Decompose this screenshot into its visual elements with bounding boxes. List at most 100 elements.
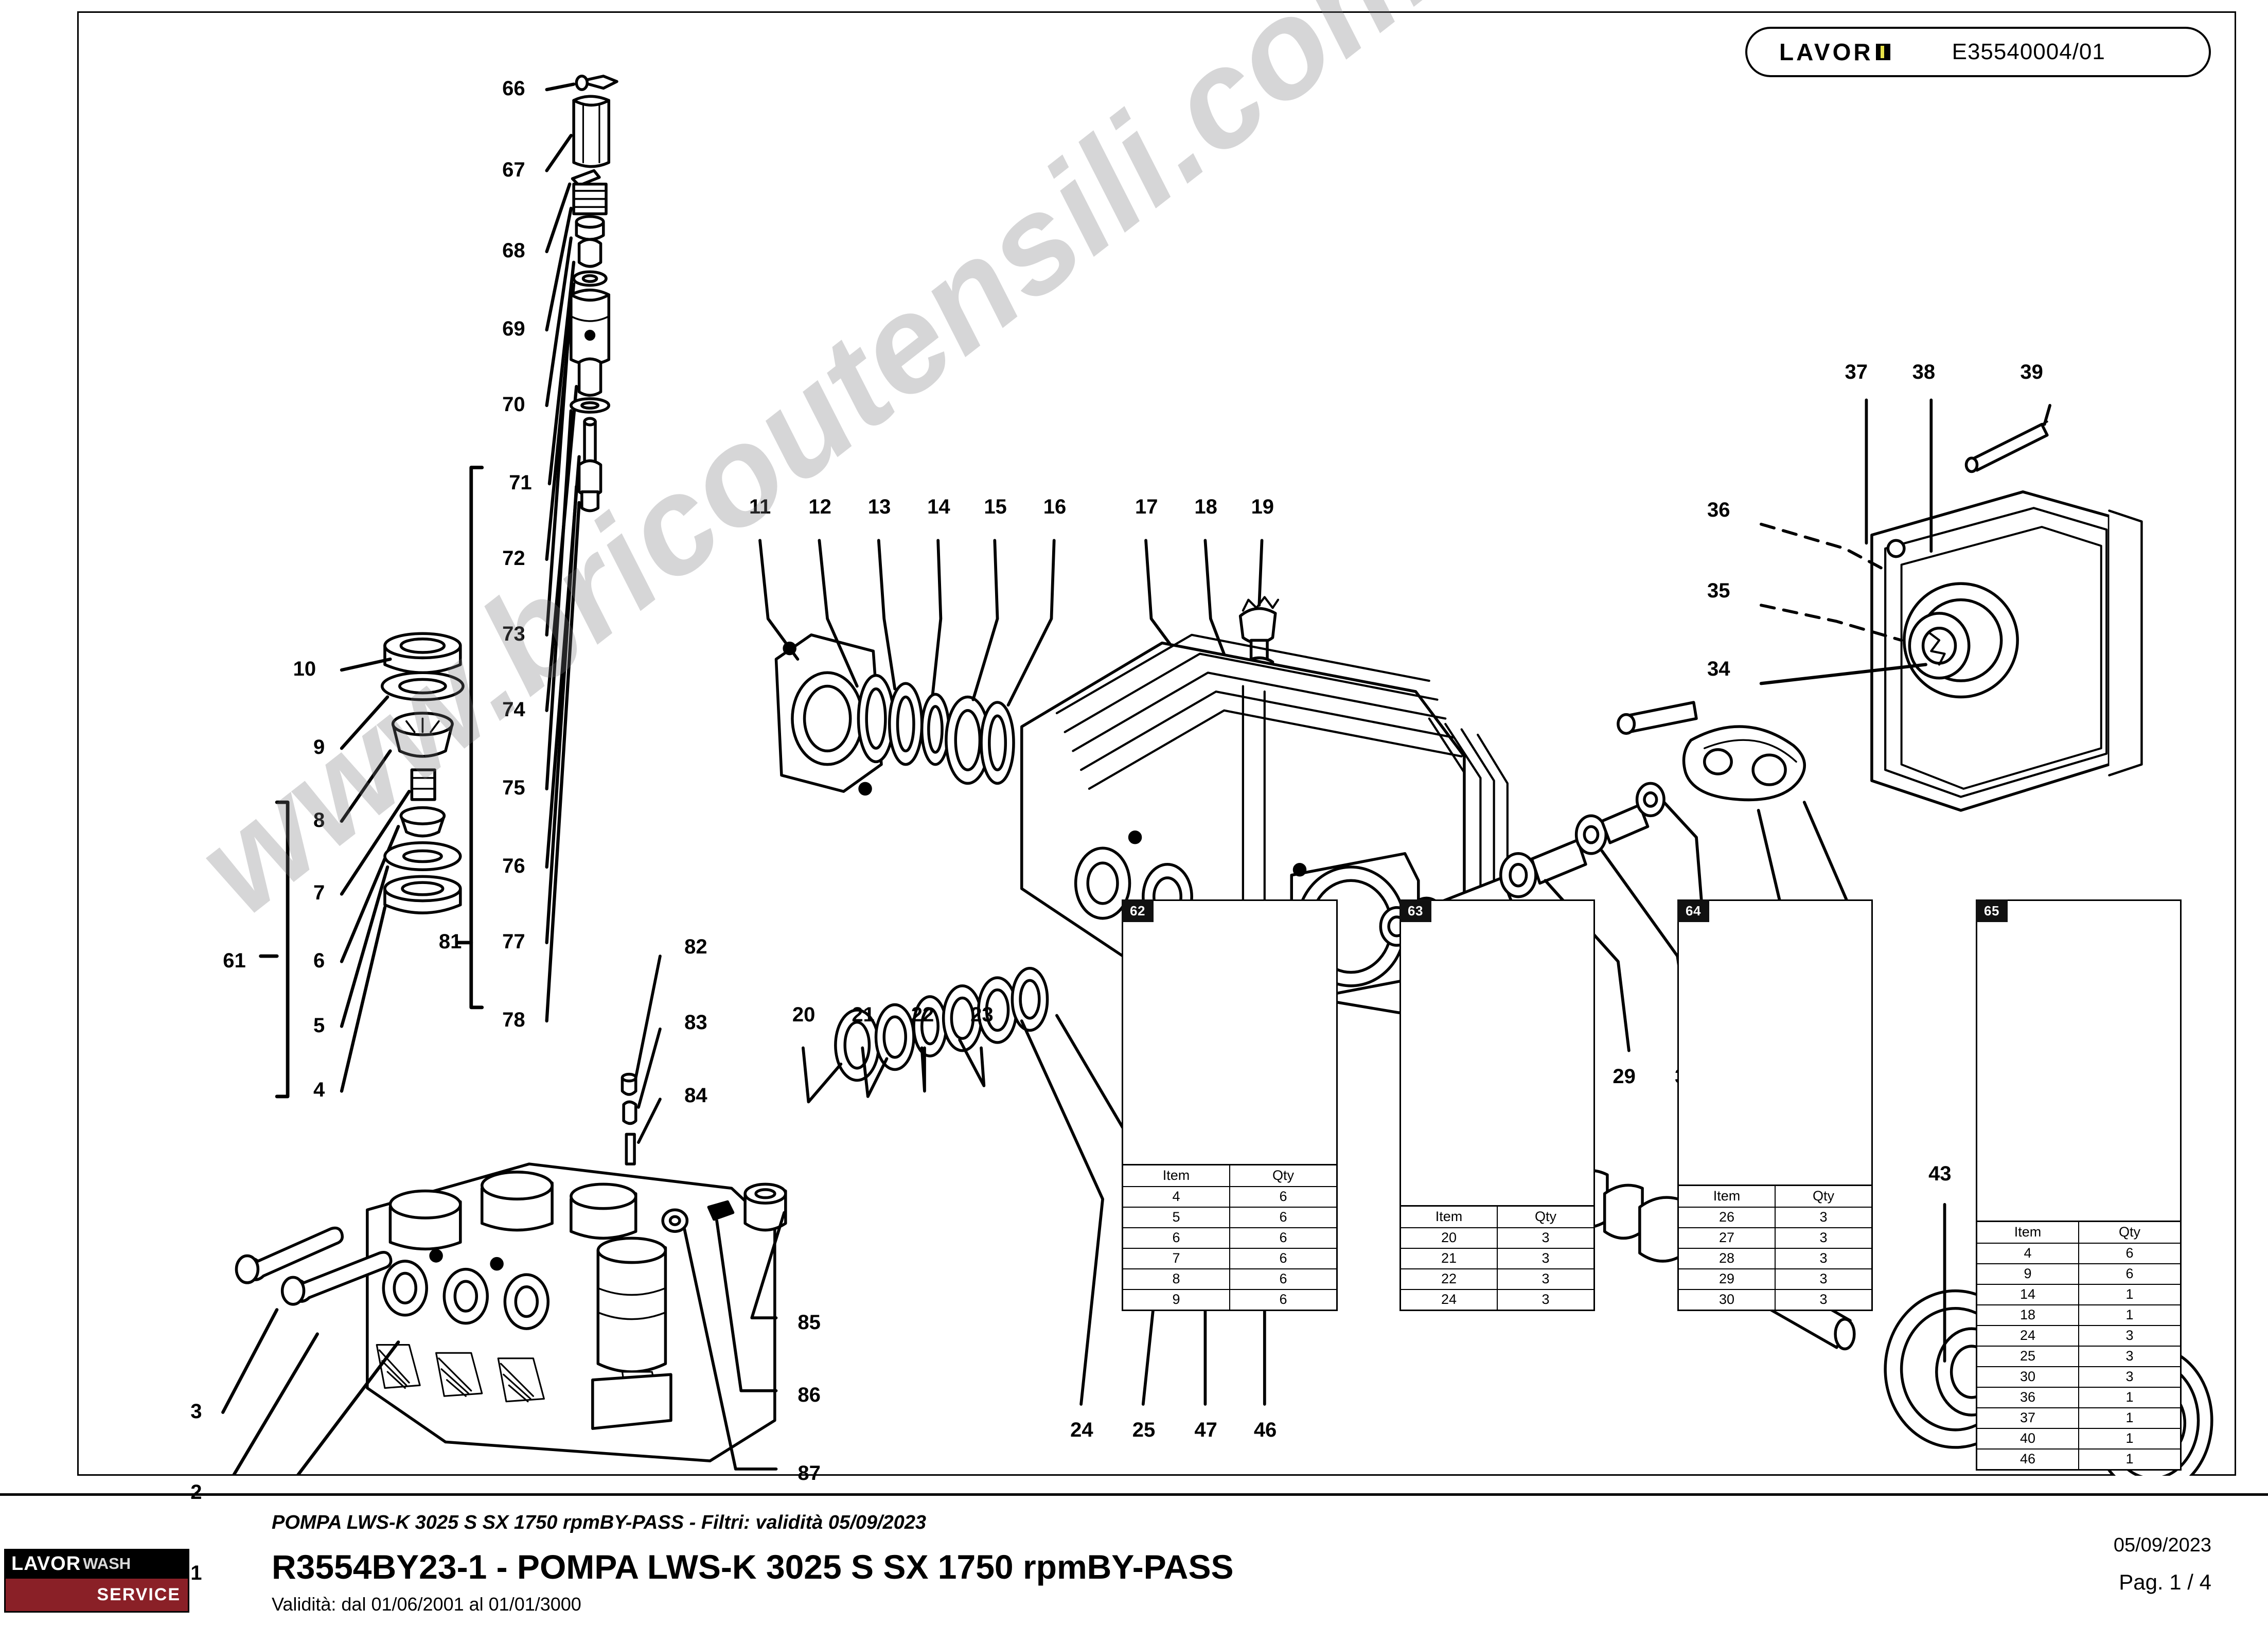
cell-item: 22 bbox=[1401, 1268, 1498, 1289]
cell-qty: 6 bbox=[1230, 1248, 1336, 1269]
cell-item: 27 bbox=[1679, 1227, 1776, 1248]
cell-item: 30 bbox=[1977, 1366, 2079, 1387]
callout-75: 75 bbox=[502, 776, 525, 799]
cell-item: 46 bbox=[1977, 1448, 2079, 1469]
cell-item: 9 bbox=[1123, 1289, 1230, 1310]
cell-qty: 3 bbox=[1497, 1227, 1593, 1248]
cell-qty: 1 bbox=[2079, 1304, 2180, 1325]
part-10 bbox=[340, 632, 462, 674]
cell-item: 29 bbox=[1679, 1268, 1776, 1289]
cell-item: 4 bbox=[1123, 1186, 1230, 1207]
callout-66: 66 bbox=[502, 77, 525, 100]
cell-item: 24 bbox=[1977, 1325, 2079, 1346]
part-5 bbox=[340, 841, 462, 1028]
callout-36: 36 bbox=[1707, 498, 1730, 521]
part-39-screw bbox=[1964, 404, 2051, 473]
footer-text-block: POMPA LWS-K 3025 S SX 1750 rpmBY-PASS - … bbox=[272, 1512, 1234, 1615]
qty-table-badge-63: 63 bbox=[1399, 899, 1431, 922]
callout-20: 20 bbox=[792, 1003, 816, 1026]
callout-17: 17 bbox=[1135, 496, 1158, 519]
callout-38: 38 bbox=[1912, 360, 1936, 383]
head-flange-assembly bbox=[774, 633, 1015, 796]
callout-18: 18 bbox=[1194, 496, 1217, 519]
cell-qty: 3 bbox=[1775, 1248, 1871, 1269]
callout-14: 14 bbox=[927, 496, 950, 519]
part-84 bbox=[625, 1098, 662, 1165]
cell-qty: 6 bbox=[1230, 1207, 1336, 1228]
column-header-qty: Qty bbox=[1497, 1205, 1593, 1228]
part-32-33-conrod bbox=[1682, 725, 1849, 904]
cell-qty: 6 bbox=[1230, 1268, 1336, 1289]
cell-qty: 1 bbox=[2079, 1448, 2180, 1469]
part-2-bolt bbox=[231, 1250, 393, 1476]
part-7 bbox=[340, 768, 436, 896]
cell-qty: 6 bbox=[2079, 1243, 2180, 1264]
part-66 bbox=[545, 75, 618, 92]
callout-3: 3 bbox=[190, 1400, 202, 1423]
callout-69: 69 bbox=[502, 317, 525, 341]
column-header-item: Item bbox=[1977, 1221, 2079, 1243]
part-3-bolt bbox=[221, 1226, 344, 1414]
callout-74: 74 bbox=[502, 698, 525, 721]
cell-item: 9 bbox=[1977, 1263, 2079, 1284]
column-header-item: Item bbox=[1401, 1205, 1498, 1228]
callout-21: 21 bbox=[852, 1003, 875, 1026]
part-9 bbox=[340, 671, 465, 750]
cell-qty: 6 bbox=[1230, 1289, 1336, 1310]
cell-item: 37 bbox=[1977, 1407, 2079, 1428]
footer-logo-wash: WASH bbox=[83, 1554, 131, 1572]
cell-item: 21 bbox=[1401, 1248, 1498, 1269]
cell-item: 40 bbox=[1977, 1428, 2079, 1449]
part-70 bbox=[545, 215, 605, 408]
callout-25: 25 bbox=[1132, 1419, 1156, 1442]
callout-16: 16 bbox=[1043, 496, 1067, 519]
callout-81: 81 bbox=[438, 930, 462, 953]
callout-46: 46 bbox=[1253, 1419, 1277, 1442]
pump-head-casting bbox=[366, 1162, 776, 1462]
callout-87: 87 bbox=[798, 1462, 821, 1485]
part-86 bbox=[707, 1200, 778, 1392]
part-82 bbox=[621, 955, 662, 1096]
callout-10: 10 bbox=[293, 658, 316, 681]
callout-78: 78 bbox=[502, 1009, 525, 1032]
callout-61: 61 bbox=[223, 949, 246, 972]
bracket-81 bbox=[456, 466, 484, 1010]
callout-35: 35 bbox=[1707, 579, 1730, 602]
cell-qty: 3 bbox=[2079, 1346, 2180, 1367]
qty-table-badge-62: 62 bbox=[1122, 899, 1154, 922]
callout-23: 23 bbox=[970, 1003, 994, 1026]
drawing-code: E35540004/01 bbox=[1952, 39, 2105, 64]
cell-qty: 6 bbox=[1230, 1227, 1336, 1248]
callout-85: 85 bbox=[798, 1311, 821, 1334]
callout-86: 86 bbox=[798, 1384, 821, 1407]
column-header-qty: Qty bbox=[1230, 1164, 1336, 1187]
cell-qty: 1 bbox=[2079, 1387, 2180, 1408]
part-4 bbox=[340, 875, 462, 1093]
crankcase-cover bbox=[1870, 490, 2143, 812]
part-73 bbox=[545, 289, 611, 637]
lavor-logo: LAVOR bbox=[1779, 38, 1890, 66]
callout-22: 22 bbox=[911, 1003, 934, 1026]
footer-page-number: Pag. 1 / 4 bbox=[2119, 1570, 2211, 1594]
cell-item: 36 bbox=[1977, 1387, 2079, 1408]
callout-84: 84 bbox=[684, 1084, 707, 1107]
callout-43: 43 bbox=[1928, 1162, 1952, 1186]
